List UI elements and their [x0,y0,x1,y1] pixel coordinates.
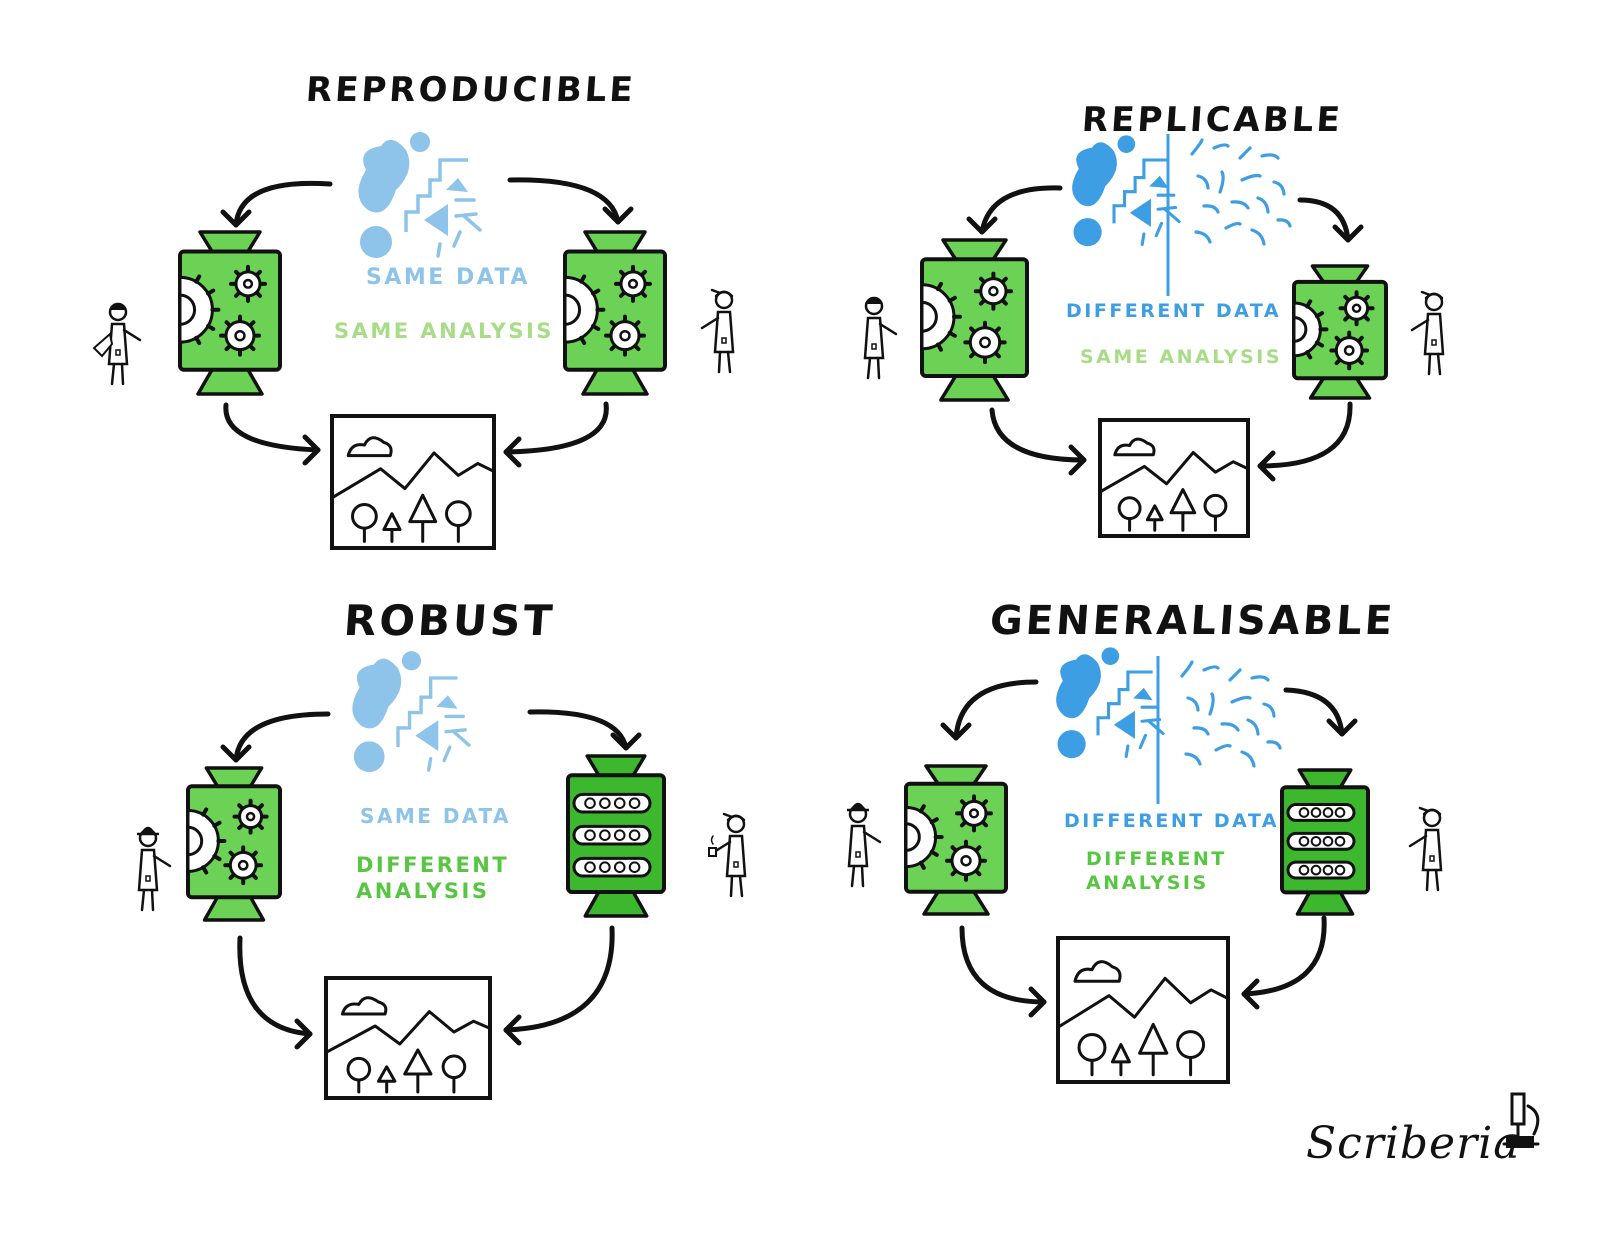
analysis-label: DIFFERENT ANALYSIS [356,853,510,904]
conveyor-icon [572,792,652,878]
data-label: SAME DATA [360,804,512,828]
arrow-icon [1297,197,1364,243]
data-shapes-icon [1056,647,1165,759]
different-data-icon [1190,138,1292,246]
scientist-icon [708,812,747,898]
gear-icon [232,798,269,835]
scientist-icon [1410,290,1445,376]
arrow-icon [959,925,1047,1018]
scientist-icon [92,302,142,386]
panel-robust: ROBUST SAME DATA DIFFERENT ANALYSIS [0,596,800,1236]
gear-icon [604,314,646,357]
microscope-base [1506,1136,1534,1148]
result-picture-icon [1056,936,1230,1084]
conveyor-machine-icon [1280,768,1370,916]
gear-icon [223,845,264,886]
analysis-label: DIFFERENT ANALYSIS [1086,848,1227,894]
scientist-icon [700,288,735,374]
panel-reproducible: REPRODUCIBLE SAME DATA SAME ANALYSIS [0,0,800,618]
analysis-label: SAME ANALYSIS [334,319,554,343]
panel-reproducible-drawing [92,132,735,550]
arrow-icon [503,925,615,1046]
gear-machine-icon [920,238,1029,402]
half-gear-icon [904,804,944,870]
half-gear-icon [920,281,962,352]
panel-title: REPRODUCIBLE [304,70,638,110]
gear-icon [1338,290,1375,327]
arrow-icon [1283,687,1358,737]
gear-machine-icon [186,766,282,922]
gear-icon [614,264,652,303]
data-label: DIFFERENT DATA [1064,810,1280,832]
result-picture-icon [1098,418,1250,538]
result-picture-icon [324,976,492,1100]
arrow-icon [989,407,1087,476]
data-label: DIFFERENT DATA [1066,300,1282,322]
panel-generalisable-drawing [847,647,1443,1084]
scientist-icon [1408,806,1443,892]
half-gear-icon [1292,299,1329,360]
gear-icon [955,794,993,833]
panel-generalisable: GENERALISABLE DIFFERENT DATA DIFFERENT A… [800,598,1600,1236]
scriberia-signature: Scriberia [1306,1118,1521,1169]
panel-title: REPLICABLE [1080,100,1345,140]
gear-icon [229,264,267,303]
data-label: SAME DATA [366,265,530,290]
gear-machine-icon [904,764,1008,916]
arrow-icon [940,679,1039,741]
arrow-icon [237,935,313,1050]
panel-title: GENERALISABLE [988,598,1397,644]
arrow-icon [1241,915,1327,1010]
gear-icon [1329,330,1370,371]
arrow-icon [220,180,333,228]
gear-machine-icon [563,230,667,396]
gear-machine-icon [178,230,282,396]
analysis-label: SAME ANALYSIS [1080,346,1283,368]
data-shapes-icon [358,132,482,258]
gear-machine-icon [1292,264,1388,400]
half-gear-icon [178,274,221,346]
conveyor-icon [1286,803,1356,880]
half-gear-icon [186,807,227,875]
arrow-icon [1257,401,1353,482]
scientist-icon [863,296,898,380]
panel-robust-drawing [137,651,747,1100]
panel-replicable-drawing [863,134,1445,538]
gear-icon [945,839,987,882]
gear-icon [219,314,261,357]
arrow-icon [223,402,321,466]
panel-replicable: REPLICABLE DIFFERENT DATA SAME ANALYSIS [800,0,1600,618]
result-picture-icon [330,414,496,550]
half-gear-icon [563,274,606,346]
gear-icon [973,271,1013,311]
arrow-icon [503,401,609,468]
data-shapes-icon [1072,135,1181,247]
arrow-icon [966,185,1063,235]
different-data-icon [1180,660,1282,768]
scientist-icon [137,826,172,912]
arrow-icon [507,177,634,225]
gear-icon [963,320,1007,365]
microscope-icon [1502,1092,1540,1148]
arrow-icon [527,709,642,751]
scientist-icon [847,802,882,888]
conveyor-machine-icon [566,754,666,918]
arrow-icon [220,711,331,763]
data-shapes-icon [352,651,471,773]
panel-title: ROBUST [342,596,557,645]
